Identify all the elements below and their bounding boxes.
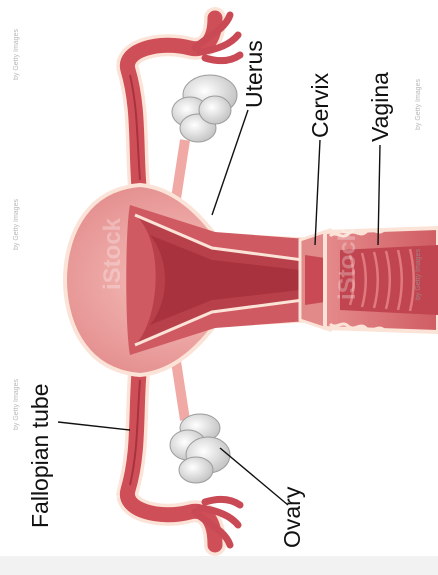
svg-text:by Getty Images: by Getty Images bbox=[13, 379, 20, 430]
ovary-top bbox=[172, 75, 237, 142]
label-fallopian-tube: Fallopian tube bbox=[27, 384, 53, 529]
label-uterus: Uterus bbox=[241, 40, 267, 108]
ovarian-ligament-bottom bbox=[175, 355, 185, 420]
svg-text:by Getty Images: by Getty Images bbox=[13, 29, 20, 80]
cervix-leader bbox=[315, 140, 320, 245]
ovary-leader bbox=[220, 448, 288, 505]
ovarian-ligament-top bbox=[175, 140, 185, 205]
fallopian-tube-leader bbox=[58, 422, 130, 430]
bottom-strip bbox=[0, 556, 438, 575]
svg-text:iStock: iStock bbox=[99, 217, 126, 290]
svg-text:by Getty Images: by Getty Images bbox=[415, 249, 422, 300]
svg-text:iStock: iStock bbox=[99, 427, 126, 500]
svg-text:iStock: iStock bbox=[334, 227, 361, 300]
svg-text:iStock: iStock bbox=[229, 157, 256, 230]
label-vagina: Vagina bbox=[367, 72, 393, 142]
label-ovary: Ovary bbox=[279, 486, 305, 548]
label-cervix: Cervix bbox=[307, 72, 333, 138]
svg-text:by Getty Images: by Getty Images bbox=[415, 79, 422, 130]
svg-text:by Getty Images: by Getty Images bbox=[13, 199, 20, 250]
svg-text:iStock: iStock bbox=[219, 367, 246, 440]
